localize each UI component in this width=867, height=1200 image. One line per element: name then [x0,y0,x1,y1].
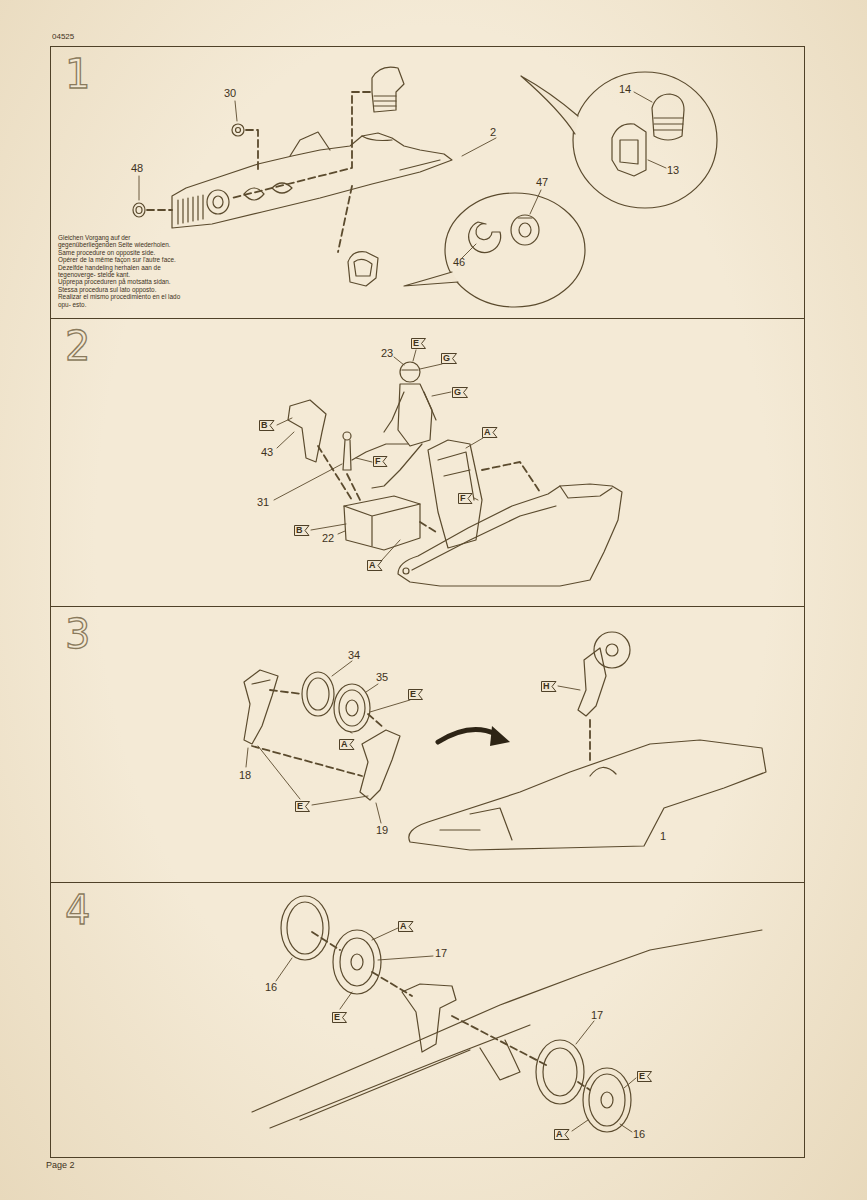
step-panel: 4A E E A [50,882,805,1158]
step-panel: 2 E G G B A F F B A [50,318,805,607]
step-number: 3 [65,611,90,657]
color-code: G [454,387,461,398]
step-panel: 3H E A E [50,606,805,883]
part-number: 13 [667,164,679,176]
part-number: 17 [591,1009,603,1021]
color-code: F [375,456,381,467]
part-number: 48 [131,162,143,174]
color-code: E [413,338,419,349]
color-flag: A [339,739,355,750]
step-number: 1 [65,51,90,97]
part-number: 22 [322,532,334,544]
color-code: A [556,1129,563,1140]
color-flag: E [408,689,423,700]
instruction-note: Stessa procedura sul lato opposto. [58,286,188,293]
color-flag: E [411,338,426,349]
color-code: A [400,921,407,932]
color-code: A [484,427,491,438]
color-code: A [341,739,348,750]
color-code: E [297,801,303,812]
part-number: 47 [536,176,548,188]
color-flag: A [482,427,498,438]
part-number: 14 [619,83,631,95]
color-flag: F [373,456,388,467]
color-flag: B [294,525,310,536]
color-flag: H [541,681,557,692]
instruction-note: Gleichen Vorgang auf der gegenüberliegen… [58,234,188,249]
color-code: G [443,353,450,364]
part-number: 30 [224,87,236,99]
part-number: 19 [376,824,388,836]
part-number: 16 [265,981,277,993]
color-code: A [369,560,376,571]
part-number: 17 [435,947,447,959]
part-number: 18 [239,769,251,781]
part-number: 31 [257,496,269,508]
color-code: E [334,1012,340,1023]
part-number: 16 [633,1128,645,1140]
color-flag: E [295,801,310,812]
color-flag: G [441,353,457,364]
color-code: B [261,420,268,431]
instruction-note: Realizar el mismo procedimiento en el la… [58,293,188,308]
step-number: 4 [65,887,90,933]
part-number: 1 [660,830,666,842]
instruction-note: Dezelfde handeling herhalen aan de tegen… [58,264,188,279]
step-panel: 1 [50,46,805,319]
part-number: 34 [348,649,360,661]
color-code: E [639,1071,645,1082]
note-area: Gleichen Vorgang auf der gegenüberliegen… [58,234,188,308]
color-flag: E [332,1012,347,1023]
color-flag: A [398,921,414,932]
part-number: 2 [490,126,496,138]
part-number: 43 [261,446,273,458]
part-number: 23 [381,347,393,359]
instruction-note: Opérer de la même façon sur l'autre face… [58,256,188,263]
part-number: 35 [376,671,388,683]
step-number: 2 [65,323,90,369]
part-number: 46 [453,256,465,268]
color-code: F [460,493,466,504]
page-number: Page 2 [46,1160,75,1171]
kit-number: 04525 [52,32,74,42]
color-code: E [410,689,416,700]
color-flag: E [637,1071,652,1082]
instruction-note: Upprepa proceduren på motsatta sidan. [58,278,188,285]
color-flag: A [554,1129,570,1140]
color-flag: B [259,420,275,431]
color-code: H [543,681,550,692]
color-flag: G [452,387,468,398]
color-code: B [296,525,303,536]
color-flag: F [458,493,473,504]
color-flag: A [367,560,383,571]
instruction-note: Same procedure on opposite side. [58,249,188,256]
